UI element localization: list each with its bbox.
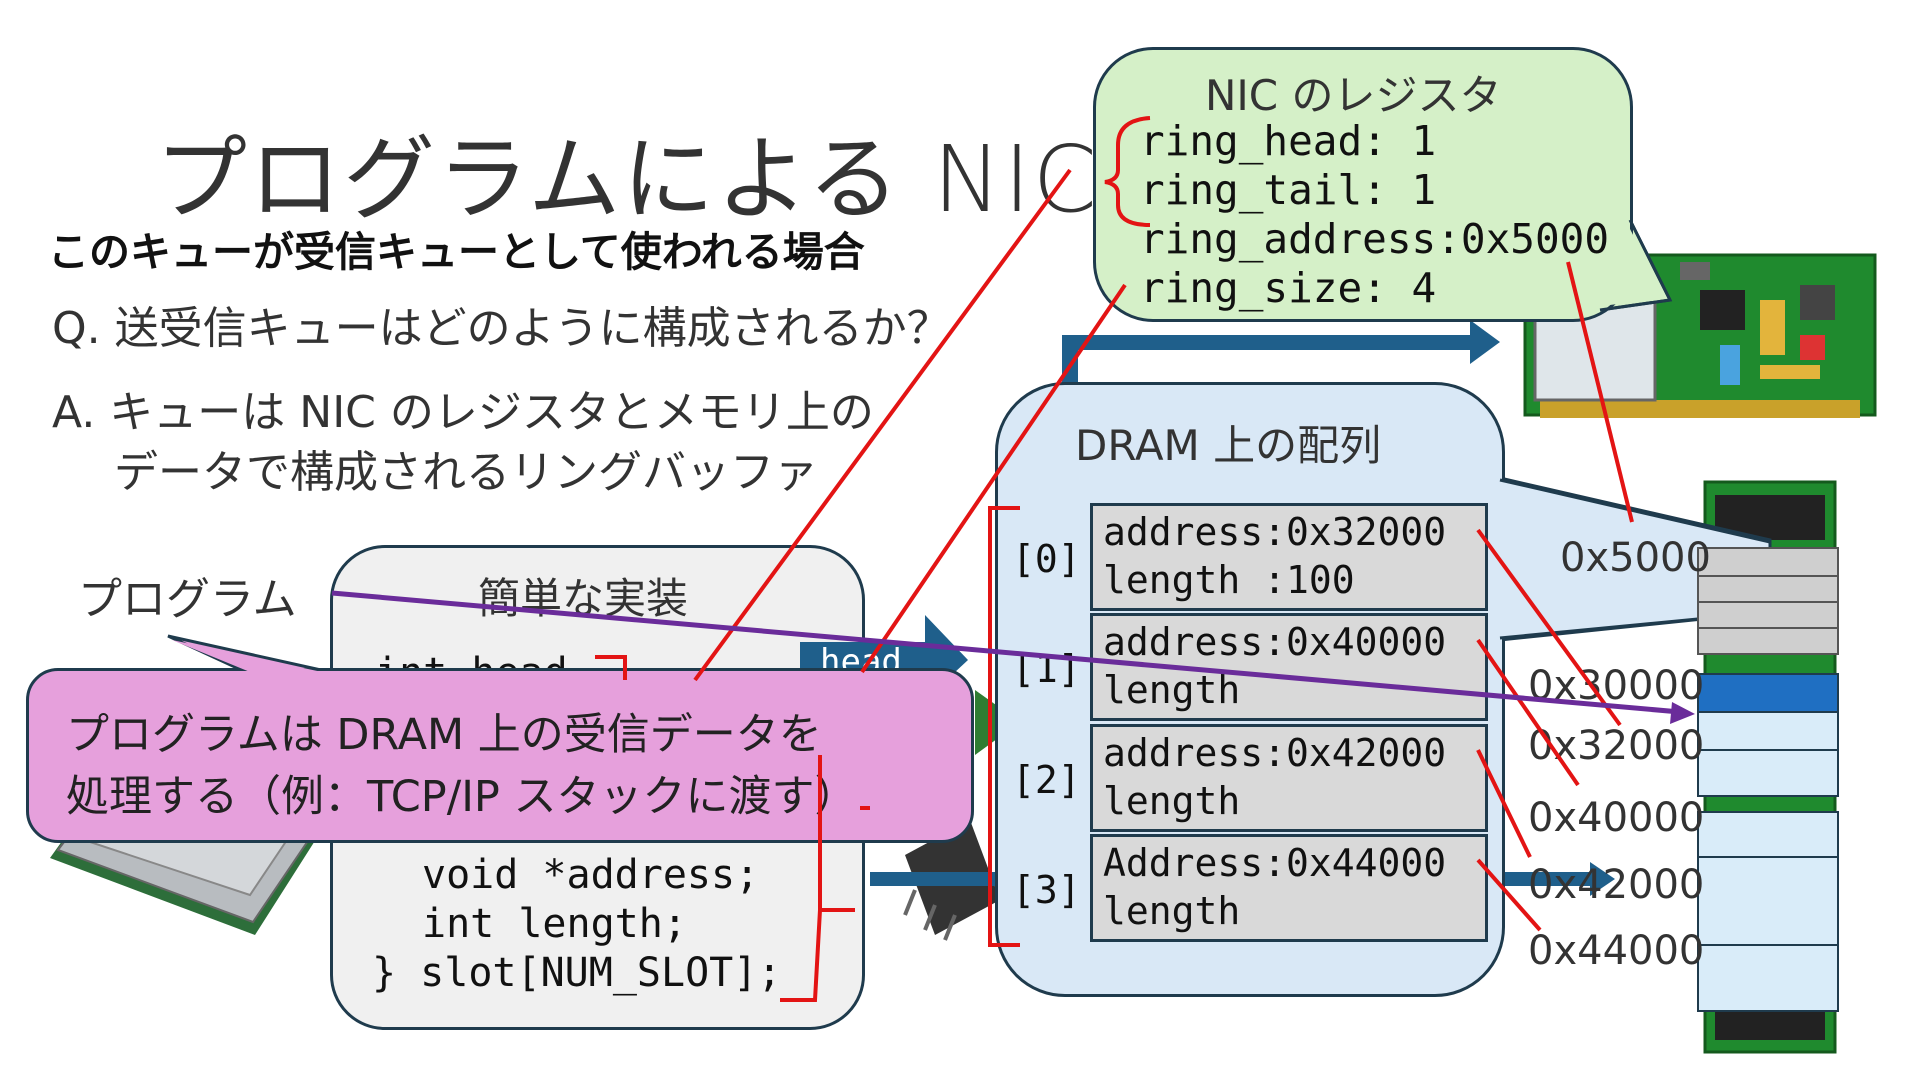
nic-register-title: NIC のレジスタ bbox=[1205, 71, 1502, 120]
memory-address-label: 0x40000 bbox=[1528, 795, 1705, 841]
code-line: } slot[NUM_SLOT]; bbox=[372, 950, 782, 996]
slot-length: length bbox=[1103, 668, 1241, 712]
register-line: ring_tail: 1 bbox=[1140, 166, 1437, 214]
slot-box-3 bbox=[1090, 834, 1488, 942]
nic-card-icon bbox=[1523, 253, 1877, 418]
register-line: ring_size: 4 bbox=[1140, 264, 1437, 312]
slot-length: length bbox=[1103, 889, 1241, 933]
code-line: void *address; bbox=[422, 852, 760, 898]
nic-flow-arrow bbox=[1062, 320, 1500, 385]
nic-register-bubble bbox=[1093, 47, 1633, 322]
answer-line-2: データで構成されるリングバッファ bbox=[114, 447, 818, 498]
slot-address: address:0x32000 bbox=[1103, 510, 1447, 554]
slot-box-0 bbox=[1090, 503, 1488, 611]
code-line: int length; bbox=[422, 901, 687, 947]
slot-index: [0] bbox=[1012, 537, 1081, 581]
answer-text: A. キューは NIC のレジスタとメモリ上の データで構成されるリングバッファ bbox=[52, 383, 874, 503]
dram-flow-arrow bbox=[870, 862, 1615, 896]
slot-index: [2] bbox=[1012, 758, 1081, 802]
section-heading: このキューが受信キューとして使われる場合 bbox=[48, 228, 865, 276]
slot-address: Address:0x44000 bbox=[1103, 841, 1447, 885]
answer-line-1: A. キューは NIC のレジスタとメモリ上の bbox=[52, 387, 874, 438]
slot-index: [3] bbox=[1012, 868, 1081, 912]
slot-length: length :100 bbox=[1103, 558, 1355, 602]
callout-line-1: プログラムは DRAM 上の受信データを bbox=[66, 710, 822, 760]
memory-address-label: 0x44000 bbox=[1528, 928, 1705, 974]
slot-address: address:0x42000 bbox=[1103, 731, 1447, 775]
slot-address: address:0x40000 bbox=[1103, 620, 1447, 664]
memory-address-label: 0x5000 bbox=[1560, 535, 1711, 581]
slide-title: プログラムによる NIC の bbox=[155, 126, 1225, 233]
callout-line-2: 処理する（例：TCP/IP スタックに渡す） bbox=[66, 772, 858, 822]
slot-length: length bbox=[1103, 779, 1241, 823]
register-line: ring_head: 1 bbox=[1140, 117, 1437, 165]
register-line: ring_address:0x5000 bbox=[1140, 215, 1609, 263]
dram-array-title: DRAM 上の配列 bbox=[1075, 421, 1382, 470]
memory-address-label: 0x32000 bbox=[1528, 723, 1705, 769]
program-callout bbox=[26, 668, 974, 843]
question-text: Q. 送受信キューはどのように構成されるか？ bbox=[52, 303, 951, 354]
memory-address-label: 0x42000 bbox=[1528, 862, 1705, 908]
slot-box-2 bbox=[1090, 724, 1488, 832]
program-label: プログラム bbox=[78, 574, 297, 625]
